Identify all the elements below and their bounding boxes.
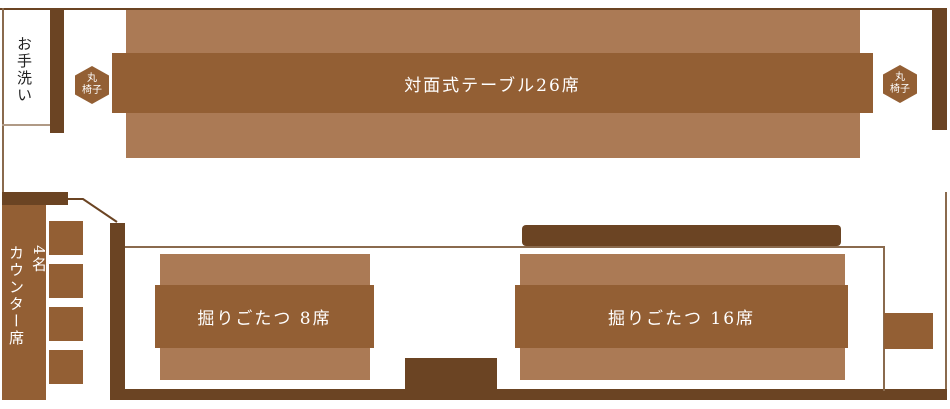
restroom-partition	[50, 8, 64, 133]
round-stool-right: 丸 椅子	[883, 65, 917, 103]
restroom: お手洗い	[2, 8, 50, 126]
counter-stool	[49, 307, 83, 341]
top-wall	[0, 8, 947, 10]
kotatsu-8: 掘りごたつ 8席	[155, 285, 374, 348]
restroom-label: お手洗い	[15, 36, 33, 104]
main-table-label: 対面式テーブル26席	[404, 75, 581, 96]
right-wall	[945, 192, 947, 400]
room-left-wall	[110, 223, 125, 400]
main-table: 対面式テーブル26席	[112, 53, 873, 113]
kotatsu-16-label: 掘りごたつ 16席	[607, 309, 756, 329]
kotatsu-8-label: 掘りごたつ 8席	[197, 309, 332, 329]
left-wall	[2, 8, 4, 196]
step	[405, 358, 497, 400]
counter-label-1: 4名	[30, 245, 48, 274]
counter-stool	[49, 221, 83, 255]
kotatsu-16: 掘りごたつ 16席	[515, 285, 848, 348]
stool-label: 椅子	[82, 85, 102, 96]
stool-label: 椅子	[890, 84, 910, 95]
counter-stool	[49, 264, 83, 298]
counter-top-wall	[2, 192, 68, 205]
side-box	[884, 313, 933, 349]
counter-label-2: カウンター席	[7, 245, 25, 347]
stool-label: 丸	[87, 73, 97, 84]
counter: 4名 カウンター席	[2, 205, 48, 400]
stool-label: 丸	[895, 72, 905, 83]
room-divider	[522, 225, 841, 246]
counter-stool	[49, 350, 83, 384]
round-stool-left: 丸 椅子	[75, 66, 109, 104]
right-partition	[932, 8, 947, 130]
bottom-wall	[110, 389, 947, 400]
